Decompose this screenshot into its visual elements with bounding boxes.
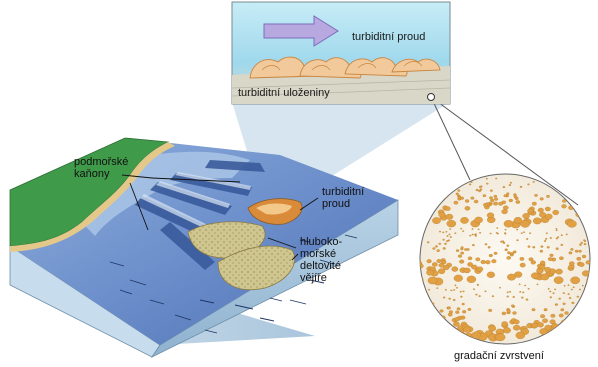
graded-bedding-circle [414,171,597,344]
caption-graded-bedding: gradační zvrstvení [454,350,544,362]
label-submarine-canyons: podmořské kaňony [74,156,128,180]
label-turbidity-current: turbiditní proud [322,186,364,210]
connector-line [431,97,470,180]
label-deep-sea-fans: hluboko- mořské deltovité vějíře [300,236,342,284]
sample-point [428,94,435,101]
label-inset-turbidity-current: turbiditní proud [352,31,425,43]
label-inset-turbidite-deposits: turbiditní uloženiny [238,87,330,99]
